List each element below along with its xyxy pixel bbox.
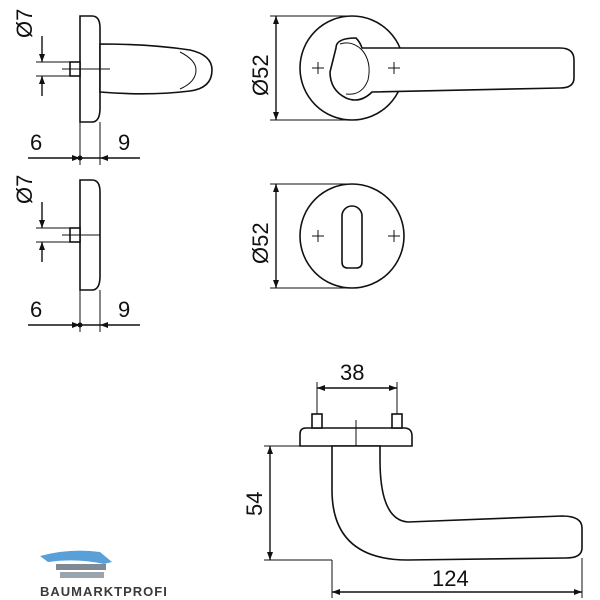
dim-dot bbox=[77, 155, 83, 161]
dim-label-right: 9 bbox=[118, 297, 130, 322]
dim-arrow bbox=[100, 155, 108, 161]
dim-arrow bbox=[39, 54, 45, 62]
logo-bar-icon bbox=[56, 564, 106, 570]
dim-label-escutcheon-diameter: Ø52 bbox=[248, 222, 273, 264]
dim-arrow bbox=[72, 322, 80, 328]
side-view-escutcheon: Ø7 6 9 bbox=[12, 175, 140, 332]
screw-post bbox=[391, 413, 403, 429]
dim-label-diameter: Ø7 bbox=[12, 9, 37, 38]
dim-arrow bbox=[100, 322, 108, 328]
dim-arrow bbox=[574, 589, 582, 595]
front-view-handle: Ø52 bbox=[248, 15, 575, 121]
screw-post bbox=[311, 413, 323, 429]
handle-l-shape bbox=[331, 445, 583, 561]
cylinder-cutout bbox=[341, 205, 363, 269]
handle-neck-line bbox=[339, 42, 370, 95]
handle-tip-line bbox=[179, 51, 197, 90]
dim-label-spacing: 38 bbox=[340, 360, 364, 385]
brand-logo: BAUMARKTPROFI bbox=[40, 550, 168, 599]
dim-label-length: 124 bbox=[432, 566, 469, 591]
dim-arrow bbox=[317, 385, 325, 391]
side-view-handle-top: Ø7 6 9 bbox=[12, 9, 213, 165]
dim-dot bbox=[77, 322, 83, 328]
front-view-escutcheon: Ø52 bbox=[248, 183, 405, 289]
handle-lever-front bbox=[329, 37, 575, 101]
dim-label-left: 6 bbox=[30, 297, 42, 322]
dim-label-left: 6 bbox=[30, 130, 42, 155]
handle-body-side bbox=[99, 43, 213, 95]
dim-arrow bbox=[39, 242, 45, 250]
dim-arrow bbox=[267, 552, 273, 560]
dim-label-right: 9 bbox=[118, 130, 130, 155]
dim-arrow bbox=[273, 16, 279, 24]
dim-arrow bbox=[332, 589, 340, 595]
dim-label-rose-diameter: Ø52 bbox=[248, 54, 273, 96]
dim-arrow bbox=[273, 280, 279, 288]
dim-arrow bbox=[39, 220, 45, 228]
dim-arrow bbox=[273, 112, 279, 120]
top-view-handle: 38 54 124 bbox=[242, 360, 583, 598]
dim-arrow bbox=[389, 385, 397, 391]
dim-arrow bbox=[273, 184, 279, 192]
dim-label-height: 54 bbox=[242, 492, 267, 516]
dim-label-diameter: Ø7 bbox=[12, 175, 37, 204]
dim-arrow bbox=[72, 155, 80, 161]
brand-name: BAUMARKTPROFI bbox=[40, 584, 168, 599]
dim-arrow bbox=[267, 446, 273, 454]
dim-arrow bbox=[39, 76, 45, 84]
logo-bar-icon bbox=[60, 572, 104, 578]
logo-swoosh-icon bbox=[40, 550, 112, 564]
